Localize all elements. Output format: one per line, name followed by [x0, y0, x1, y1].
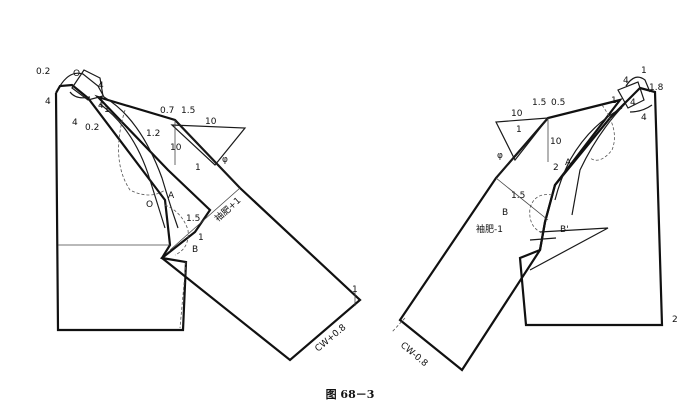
left-label-zero-two: 0.2 [85, 123, 99, 133]
left-label-zero-seven: 0.7 [160, 106, 174, 116]
right-pattern [391, 76, 664, 372]
right-shoulder-box [617, 81, 645, 109]
left-label-ten-a: 10 [205, 117, 217, 127]
left-dash-hem [179, 261, 187, 329]
left-label-one-b: 1 [195, 163, 201, 173]
right-label-zero-five: 0.5 [551, 98, 565, 108]
left-sleeve-cap-a [103, 96, 179, 229]
left-label-one-a: 1 [104, 105, 110, 115]
right-sleeve-cap-a [554, 107, 623, 201]
right-label-one-eight: 1.8 [649, 83, 664, 93]
right-label-two-b: 2 [672, 315, 678, 325]
left-shoulder-box [71, 69, 104, 101]
right-dart-b [529, 237, 557, 241]
right-label-one-five-b: 1.5 [511, 191, 525, 201]
right-back-neck [629, 104, 653, 113]
right-sleeve-cap-b [571, 103, 626, 216]
right-sleeve-width-line [495, 177, 549, 221]
right-sleeve-center [495, 117, 549, 179]
right-dash-arc-b [529, 194, 553, 233]
left-pattern [54, 69, 362, 362]
left-sleeve-width-line [169, 187, 241, 251]
right-dart [529, 227, 609, 271]
right-neck-curve [625, 76, 651, 93]
right-label-phi: φ [497, 151, 503, 161]
right-dash-sleeve [391, 317, 406, 333]
left-sleeve-center [174, 119, 241, 189]
right-triangle [495, 117, 550, 162]
left-label-phi: φ [222, 155, 228, 165]
left-label-four-d: 4 [72, 118, 78, 128]
right-label-ten-b: 10 [550, 137, 562, 147]
right-label-four-b: 4 [630, 98, 636, 108]
right-label-two: 2 [553, 163, 559, 173]
right-dash-arc-a [589, 104, 615, 161]
left-triangle [170, 124, 247, 166]
left-back-neck [69, 91, 91, 99]
left-label-four-c: 4 [98, 101, 104, 111]
left-label-ten-b: 10 [170, 143, 182, 153]
left-label-one-five-b: 1.5 [186, 214, 200, 224]
right-label-one-b: 1 [611, 96, 617, 106]
right-label-one-c: 1 [516, 125, 522, 135]
figure-caption: 图 68－3 [325, 388, 375, 401]
left-label-one-two: 1.2 [146, 129, 160, 139]
right-label-four-c: 4 [641, 113, 647, 123]
right-label-point-b: B [502, 208, 508, 218]
right-label-one-a: 1 [641, 66, 647, 76]
left-label-point-o: O [146, 200, 153, 210]
right-bodice-outline [518, 86, 664, 327]
left-neck-curve [59, 72, 105, 98]
right-label-four-a: 4 [623, 76, 629, 86]
right-label-ten-a: 10 [511, 109, 523, 119]
left-label-four-a: 4 [45, 97, 51, 107]
right-label-point-a: A [565, 158, 572, 168]
left-label-point-b: B [192, 245, 198, 255]
left-label-one-five-a: 1.5 [181, 106, 195, 116]
left-label-four-b: 4 [98, 81, 104, 91]
right-label-cw: CW-0.8 [398, 341, 429, 370]
left-label-shoulder-drop: 0.2 [36, 67, 50, 77]
left-label-point-a: A [168, 191, 175, 201]
left-sleeve-cap-b [99, 103, 166, 229]
right-label-point-b2: B' [560, 225, 569, 235]
right-label-one-five-a: 1.5 [532, 98, 546, 108]
right-sleeve-outline [398, 98, 623, 372]
left-label-one-c: 1 [198, 233, 204, 243]
left-dash-arc-b [164, 204, 189, 256]
left-label-cw: CW+0.8 [314, 323, 349, 355]
right-label-sleeve-width: 袖肥-1 [476, 223, 503, 235]
left-label-o-top: O [73, 69, 80, 79]
left-dash-arc-a [118, 109, 166, 196]
left-sleeve-outline [94, 94, 362, 362]
left-label-one-d: 1 [352, 285, 358, 295]
